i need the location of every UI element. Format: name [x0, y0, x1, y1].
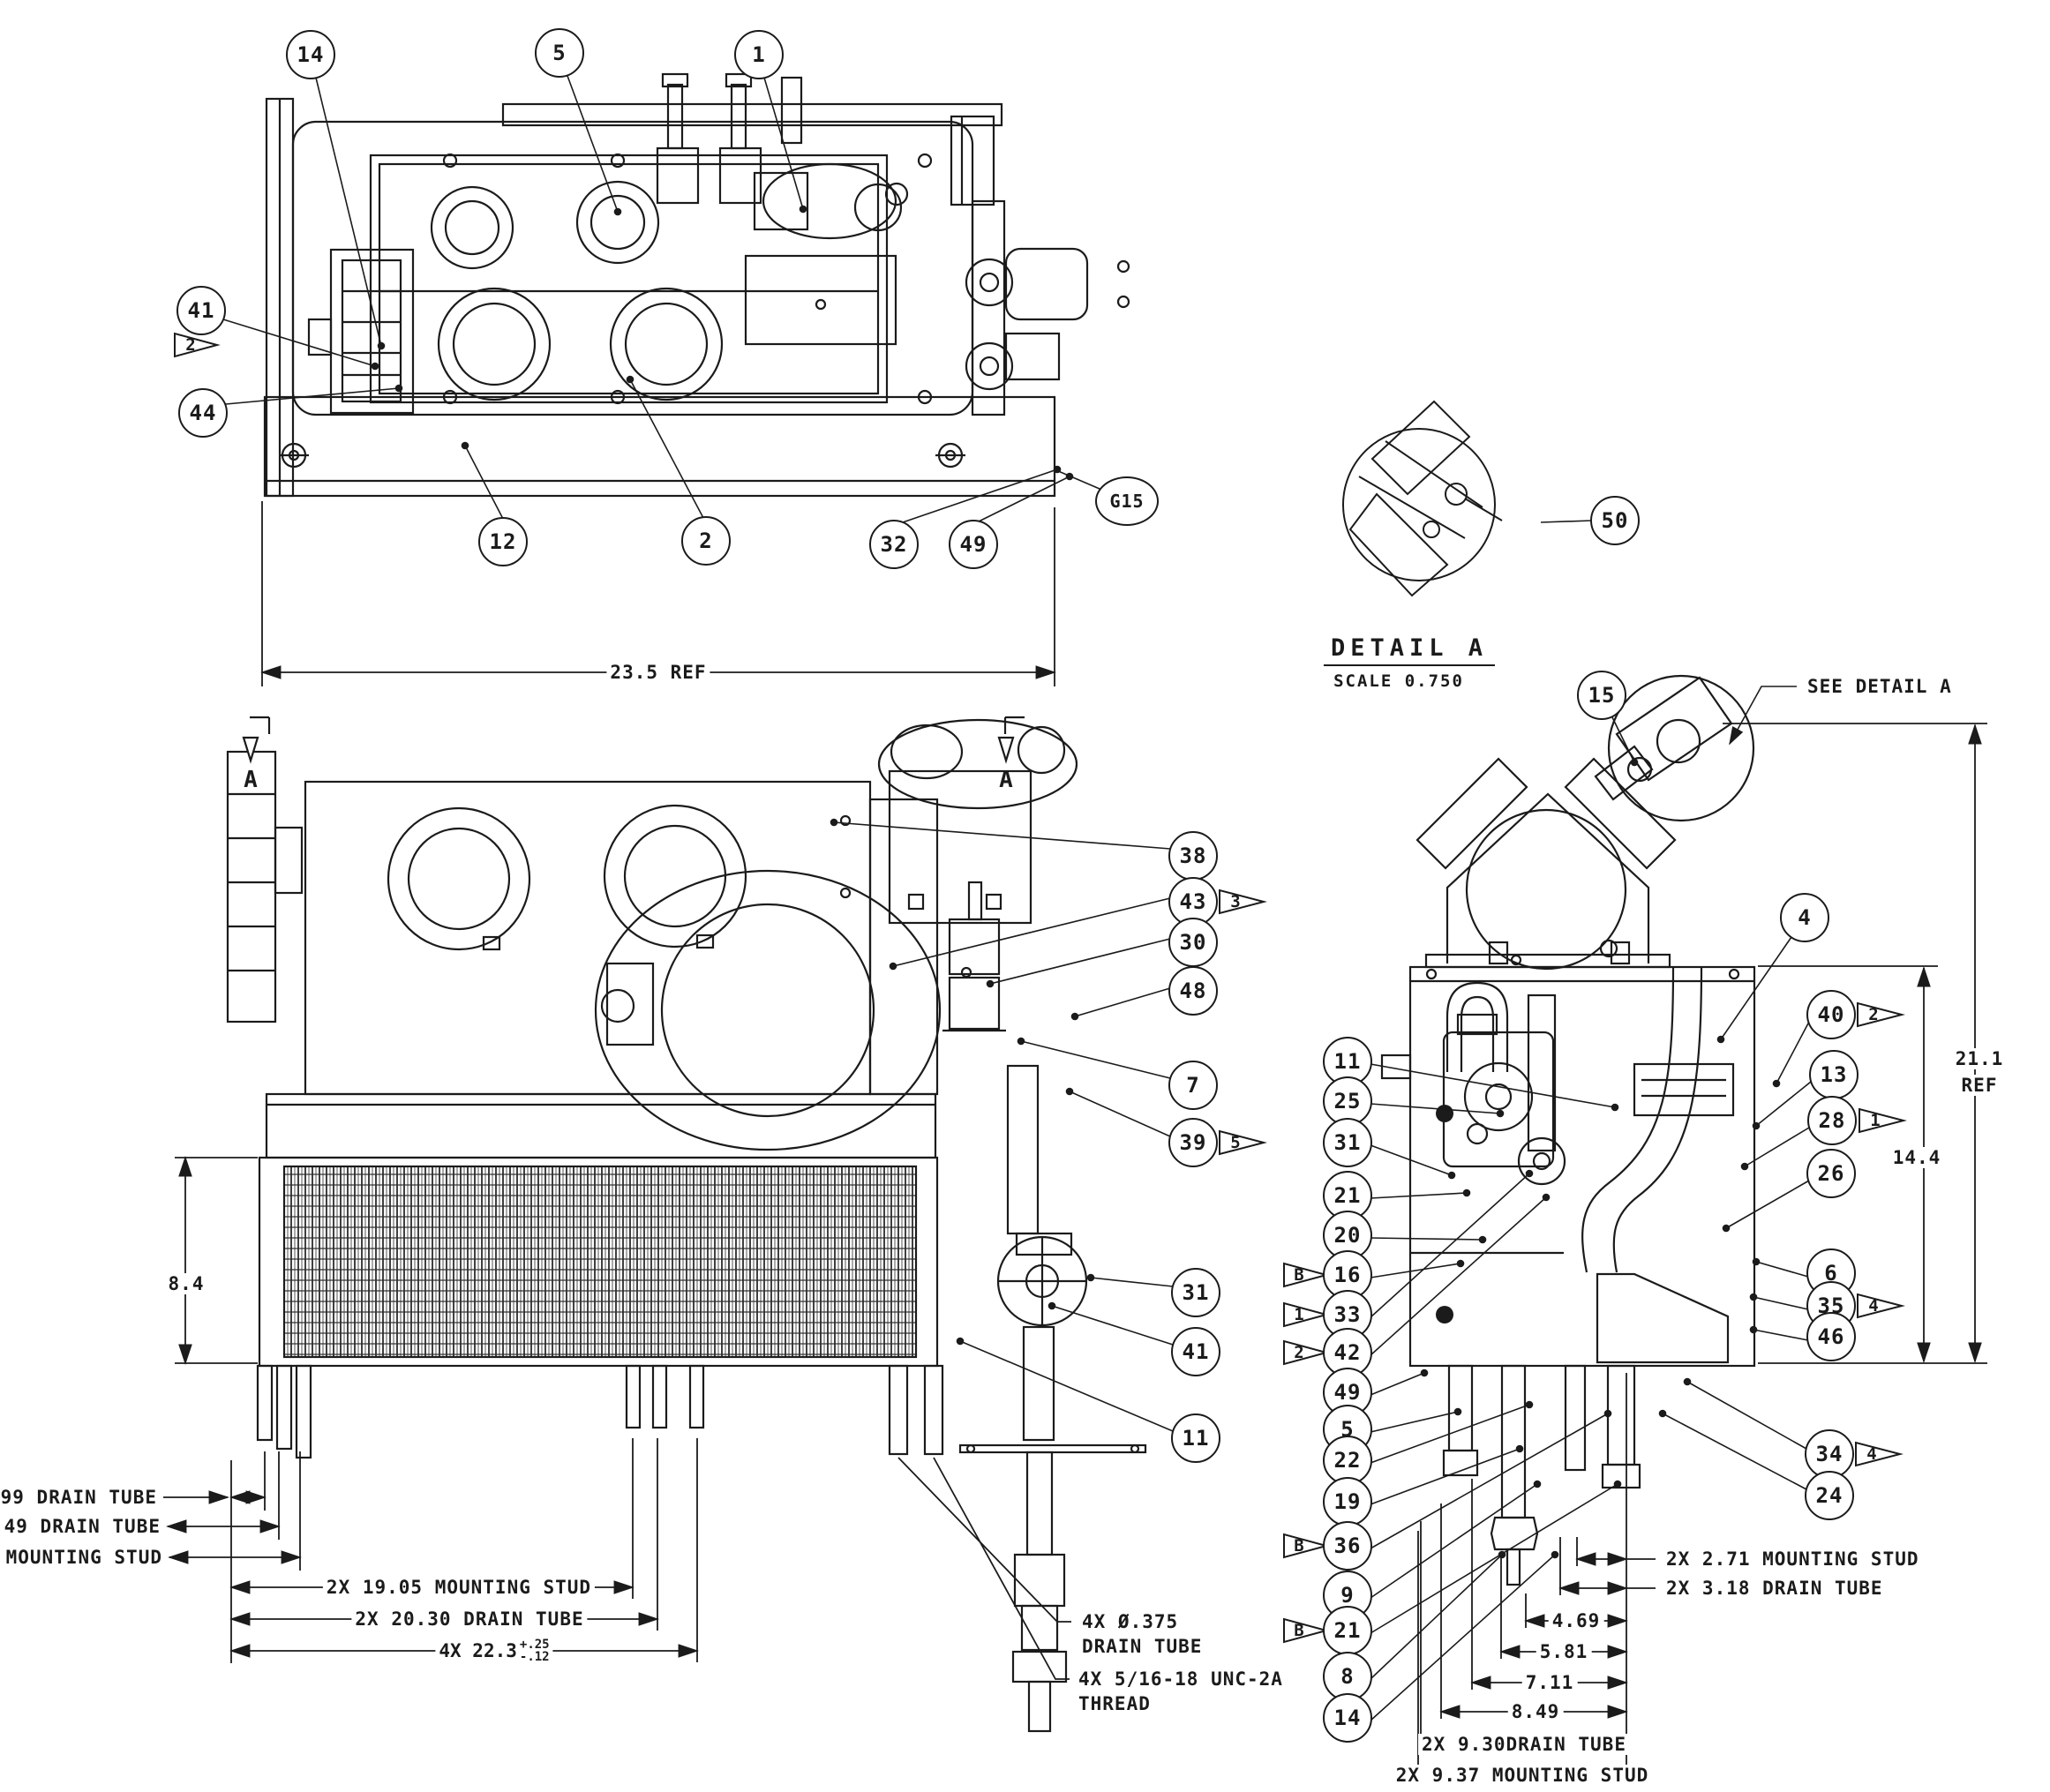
- flag-1-28: 1: [1870, 1111, 1881, 1130]
- balloon-11-side: 11: [1323, 1037, 1372, 1086]
- dim-224-mounting-stud: 2X 2.24 MOUNTING STUD: [0, 1547, 166, 1568]
- section-arrow-a-left: A: [244, 767, 258, 793]
- balloon-8: 8: [1323, 1652, 1372, 1701]
- flag-b-36: B: [1294, 1536, 1304, 1556]
- detail-a-title: DETAIL A: [1323, 634, 1496, 666]
- note-drain-tube-line1: 4X Ø.375: [1082, 1611, 1179, 1632]
- dim-211-ref: REF: [1957, 1075, 2001, 1096]
- balloon-21b: 21: [1323, 1606, 1372, 1655]
- balloon-25: 25: [1323, 1076, 1372, 1126]
- flag-4-34: 4: [1866, 1444, 1877, 1464]
- balloon-31-side: 31: [1323, 1118, 1372, 1167]
- balloon-41: 41: [176, 286, 226, 335]
- flag-1-33: 1: [1294, 1305, 1304, 1324]
- note-drain-tube-line2: DRAIN TUBE: [1082, 1636, 1203, 1657]
- flag-5: 5: [1230, 1133, 1241, 1152]
- balloon-2: 2: [681, 516, 731, 566]
- balloon-24: 24: [1805, 1471, 1854, 1520]
- flag-2-40: 2: [1868, 1005, 1879, 1024]
- dim-1905-mounting-stud: 2X 19.05 MOUNTING STUD: [322, 1577, 596, 1598]
- balloon-13: 13: [1809, 1050, 1859, 1099]
- dim-144: 14.4: [1889, 1147, 1945, 1168]
- balloon-7: 7: [1168, 1061, 1218, 1110]
- balloon-41-front: 41: [1171, 1327, 1220, 1376]
- balloon-40: 40: [1806, 990, 1856, 1039]
- flag-3: 3: [1230, 892, 1241, 911]
- flag-b-21: B: [1294, 1621, 1304, 1640]
- balloon-39: 39: [1168, 1118, 1218, 1167]
- balloon-4: 4: [1780, 893, 1829, 942]
- balloon-28: 28: [1807, 1096, 1857, 1145]
- dim-8-4: 8.4: [164, 1273, 208, 1294]
- balloon-30: 30: [1168, 918, 1218, 967]
- balloon-50: 50: [1590, 496, 1640, 545]
- note-thread-line1: 4X 5/16-18 UNC-2A: [1078, 1668, 1283, 1690]
- note-thread-line2: THREAD: [1078, 1693, 1151, 1714]
- flag-4-35: 4: [1868, 1296, 1879, 1316]
- balloon-49-side: 49: [1323, 1368, 1372, 1417]
- dim-223-plus: +.25: [519, 1638, 550, 1652]
- dim-271-mounting-stud: 2X 2.71 MOUNTING STUD: [1666, 1548, 1919, 1570]
- balloon-38: 38: [1168, 831, 1218, 881]
- dim-711: 7.11: [1521, 1672, 1578, 1693]
- balloon-5: 5: [535, 28, 584, 78]
- balloon-31-front: 31: [1171, 1268, 1220, 1317]
- balloon-15: 15: [1577, 671, 1626, 720]
- balloon-14-side: 14: [1323, 1693, 1372, 1743]
- dim-469: 4.69: [1548, 1610, 1604, 1631]
- dim-849: 8.49: [1507, 1701, 1564, 1722]
- dim-223-toleranced: 4X 22.3+.25-.12: [435, 1638, 553, 1664]
- dim-211: 21.1: [1951, 1048, 2008, 1069]
- dim-2030-drain-tube: 2X 20.30 DRAIN TUBE: [351, 1608, 588, 1630]
- dim-099-drain-tube: .99 DRAIN TUBE: [0, 1487, 161, 1508]
- balloon-44: 44: [178, 388, 228, 438]
- flag-b-16: B: [1294, 1265, 1304, 1285]
- dim-937-mounting-stud: 2X 9.37 MOUNTING STUD: [1392, 1765, 1653, 1786]
- balloon-46: 46: [1806, 1312, 1856, 1361]
- dim-23-5-ref: 23.5 REF: [606, 662, 710, 683]
- balloon-14: 14: [286, 30, 335, 79]
- note-see-detail-a: SEE DETAIL A: [1807, 676, 1952, 697]
- flag-2-42: 2: [1294, 1343, 1304, 1362]
- detail-a-scale: SCALE 0.750: [1333, 671, 1464, 691]
- balloon-36: 36: [1323, 1521, 1372, 1571]
- dim-149-drain-tube: 1.49 DRAIN TUBE: [0, 1516, 164, 1537]
- dim-223-minus: -.12: [519, 1650, 550, 1664]
- balloon-g15: G15: [1095, 476, 1159, 526]
- balloon-49: 49: [949, 520, 998, 569]
- flag-2: 2: [185, 335, 196, 355]
- balloon-12: 12: [478, 517, 528, 566]
- balloon-32: 32: [869, 520, 919, 569]
- balloon-19: 19: [1323, 1477, 1372, 1526]
- balloon-34: 34: [1805, 1429, 1854, 1479]
- balloon-48: 48: [1168, 966, 1218, 1016]
- balloon-26: 26: [1806, 1149, 1856, 1198]
- section-arrow-a-right: A: [999, 767, 1013, 793]
- dim-223-base: 4X 22.3: [439, 1640, 517, 1661]
- balloon-22: 22: [1323, 1436, 1372, 1485]
- dim-318-drain-tube: 2X 3.18 DRAIN TUBE: [1666, 1578, 1883, 1599]
- balloon-1: 1: [734, 30, 784, 79]
- balloon-11-front: 11: [1171, 1413, 1220, 1463]
- balloon-33: 33: [1323, 1290, 1372, 1339]
- dim-581: 5.81: [1536, 1641, 1592, 1662]
- dim-930-drain-tube: 2X 9.30DRAIN TUBE: [1418, 1734, 1630, 1755]
